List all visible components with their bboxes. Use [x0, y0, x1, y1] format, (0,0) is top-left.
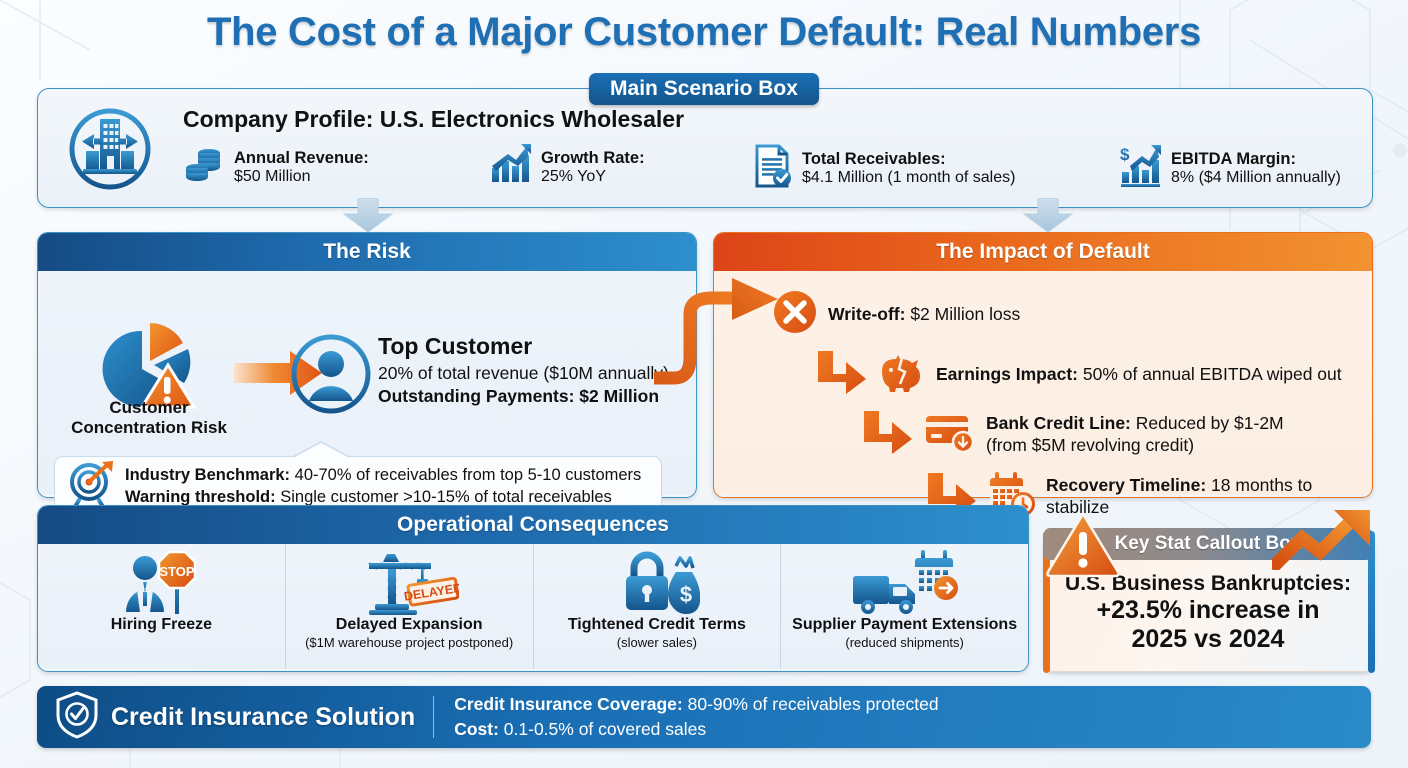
benchmark-value: 40-70% of receivables from top 5-10 cust…: [294, 465, 642, 484]
risk-panel-header: The Risk: [38, 233, 696, 271]
dollar-bar-chart-icon: $: [1118, 144, 1162, 193]
pie-caption-line2: Concentration Risk: [71, 417, 227, 437]
truck-calendar-icon: [851, 550, 959, 616]
stat-label: Total Receivables:: [802, 150, 946, 169]
svg-text:$: $: [1120, 145, 1130, 164]
impact-line1: Bank Credit Line: Reduced by $1-2M: [986, 413, 1284, 434]
stat-label: Annual Revenue:: [234, 149, 369, 168]
warning-label: Warning threshold:: [125, 488, 276, 506]
divider: [433, 696, 435, 738]
impact-value: Reduced by $1-2M: [1135, 413, 1284, 434]
stat-annual-revenue: Annual Revenue: $50 Million: [183, 144, 369, 191]
upward-trend-arrow-icon: [1272, 510, 1370, 570]
stat-value: 8% ($4 Million annually): [1171, 168, 1341, 186]
elbow-arrow-icon: [862, 409, 914, 460]
impact-item-earnings: Earnings Impact: 50% of annual EBITDA wi…: [816, 349, 1342, 400]
impact-text: Bank Credit Line: Reduced by $1-2M (from…: [986, 413, 1284, 456]
elbow-arrow-icon: [816, 349, 868, 400]
ops-label: Delayed Expansion: [335, 616, 483, 633]
lock-money-bag-icon: $: [614, 550, 700, 616]
risk-to-impact-connector-arrow: [654, 278, 778, 385]
key-stat-line3: 2025 vs 2024: [1131, 624, 1285, 653]
coverage-value: 80-90% of receivables protected: [687, 694, 939, 715]
invoice-check-icon: [753, 144, 793, 193]
risk-panel-body: Customer Concentration Risk: [38, 271, 696, 516]
benchmark-label: Industry Benchmark:: [125, 465, 291, 484]
operational-panel-header: Operational Consequences: [38, 506, 1028, 544]
coverage-line: Credit Insurance Coverage: 80-90% of rec…: [454, 692, 938, 717]
credit-card-down-icon: [924, 411, 976, 458]
shield-check-icon: [55, 690, 99, 744]
warning-value: Single customer >10-15% of total receiva…: [280, 488, 612, 506]
impact-label: Write-off:: [828, 303, 906, 324]
impact-label: Bank Credit Line:: [986, 413, 1131, 434]
ops-label: Hiring Freeze: [110, 616, 213, 633]
operational-consequences-panel: Operational Consequences: [37, 505, 1029, 672]
company-stats-row: Annual Revenue: $50 Million: [183, 144, 1353, 196]
growth-chart-arrow-icon: [488, 144, 532, 191]
svg-text:$: $: [680, 582, 692, 607]
key-stat-text: U.S. Business Bankruptcies: +23.5% incre…: [1052, 572, 1364, 654]
cost-label: Cost:: [454, 719, 499, 739]
main-scenario-tag: Main Scenario Box: [589, 73, 819, 105]
stat-value: $50 Million: [234, 167, 311, 185]
stat-total-receivables: Total Receivables: $4.1 Million (1 month…: [753, 144, 1015, 193]
impact-text: Write-off: $2 Million loss: [828, 304, 1020, 325]
credit-insurance-details: Credit Insurance Coverage: 80-90% of rec…: [454, 692, 938, 742]
pie-caption-line1: Customer: [109, 398, 189, 417]
credit-insurance-bar: Credit Insurance Solution Credit Insuran…: [37, 686, 1371, 748]
warning-triangle-icon: [1046, 512, 1120, 578]
impact-text: Earnings Impact: 50% of annual EBITDA wi…: [936, 364, 1342, 385]
benchmark-line: Industry Benchmark: 40-70% of receivable…: [125, 464, 641, 486]
stat-value: 25% YoY: [541, 167, 606, 185]
broken-piggy-bank-icon: [878, 351, 926, 398]
user-circle-icon: [290, 333, 372, 420]
coverage-label: Credit Insurance Coverage:: [454, 694, 683, 715]
stat-value: $4.1 Million (1 month of sales): [802, 168, 1016, 186]
cost-line: Cost: 0.1-0.5% of covered sales: [454, 717, 938, 742]
ops-sub: (reduced shipments): [845, 634, 964, 650]
benchmark-pointer: [293, 441, 349, 458]
ops-sub: ($1M warehouse project postponed): [305, 634, 514, 650]
company-profile-title: Company Profile: U.S. Electronics Wholes…: [183, 106, 685, 132]
impact-label: Earnings Impact:: [936, 363, 1078, 384]
ops-item-supplier-extensions: Supplier Payment Extensions (reduced shi…: [780, 544, 1028, 669]
ops-label: Tightened Credit Terms: [567, 616, 746, 633]
coins-stack-icon: [183, 144, 225, 191]
key-stat-line2: +23.5% increase in: [1096, 596, 1320, 625]
impact-value: $2 Million loss: [910, 303, 1021, 324]
impact-item-credit-line: Bank Credit Line: Reduced by $1-2M (from…: [862, 409, 1284, 460]
main-scenario-box: Company Profile: U.S. Electronics Wholes…: [37, 88, 1373, 208]
impact-line2: (from $5M revolving credit): [986, 434, 1195, 455]
crane-delayed-icon: DELAYED: [359, 550, 460, 616]
stat-label: Growth Rate:: [541, 149, 645, 168]
ops-sub: (slower sales): [616, 634, 697, 650]
person-stop-sign-icon: STOP: [117, 550, 205, 616]
connector-arrow-down-right: [1022, 198, 1074, 233]
ops-label: Supplier Payment Extensions: [792, 616, 1018, 633]
impact-label: Recovery Timeline:: [1046, 475, 1207, 496]
risk-panel: The Risk: [37, 232, 697, 516]
credit-insurance-title: Credit Insurance Solution: [111, 702, 416, 731]
svg-text:STOP: STOP: [160, 564, 195, 579]
ops-item-hiring-freeze: STOP Hiring Freeze: [38, 544, 285, 669]
stat-label: EBITDA Margin:: [1171, 150, 1296, 169]
page-title: The Cost of a Major Customer Default: Re…: [206, 10, 1202, 54]
benchmark-lines: Industry Benchmark: 40-70% of receivable…: [125, 464, 641, 509]
cost-value: 0.1-0.5% of covered sales: [503, 719, 707, 739]
stat-ebitda-margin: $ EBITDA Margin: 8% ($4 Million annually…: [1118, 144, 1341, 193]
pie-chart-caption: Customer Concentration Risk: [54, 398, 244, 437]
stat-growth-rate: Growth Rate: 25% YoY: [488, 144, 645, 191]
operational-panel-body: STOP Hiring Freeze: [38, 544, 1028, 669]
building-arrows-icon: [64, 103, 156, 200]
ops-item-tightened-credit: $ Tightened Credit Terms (slower sales): [532, 544, 781, 669]
impact-value: 50% of annual EBITDA wiped out: [1082, 363, 1342, 384]
connector-arrow-down-left: [342, 198, 394, 233]
outstanding-label: Outstanding Payments:: [378, 386, 575, 406]
ops-item-delayed-expansion: DELAYED Delayed Expansion ($1M warehouse…: [284, 544, 533, 669]
